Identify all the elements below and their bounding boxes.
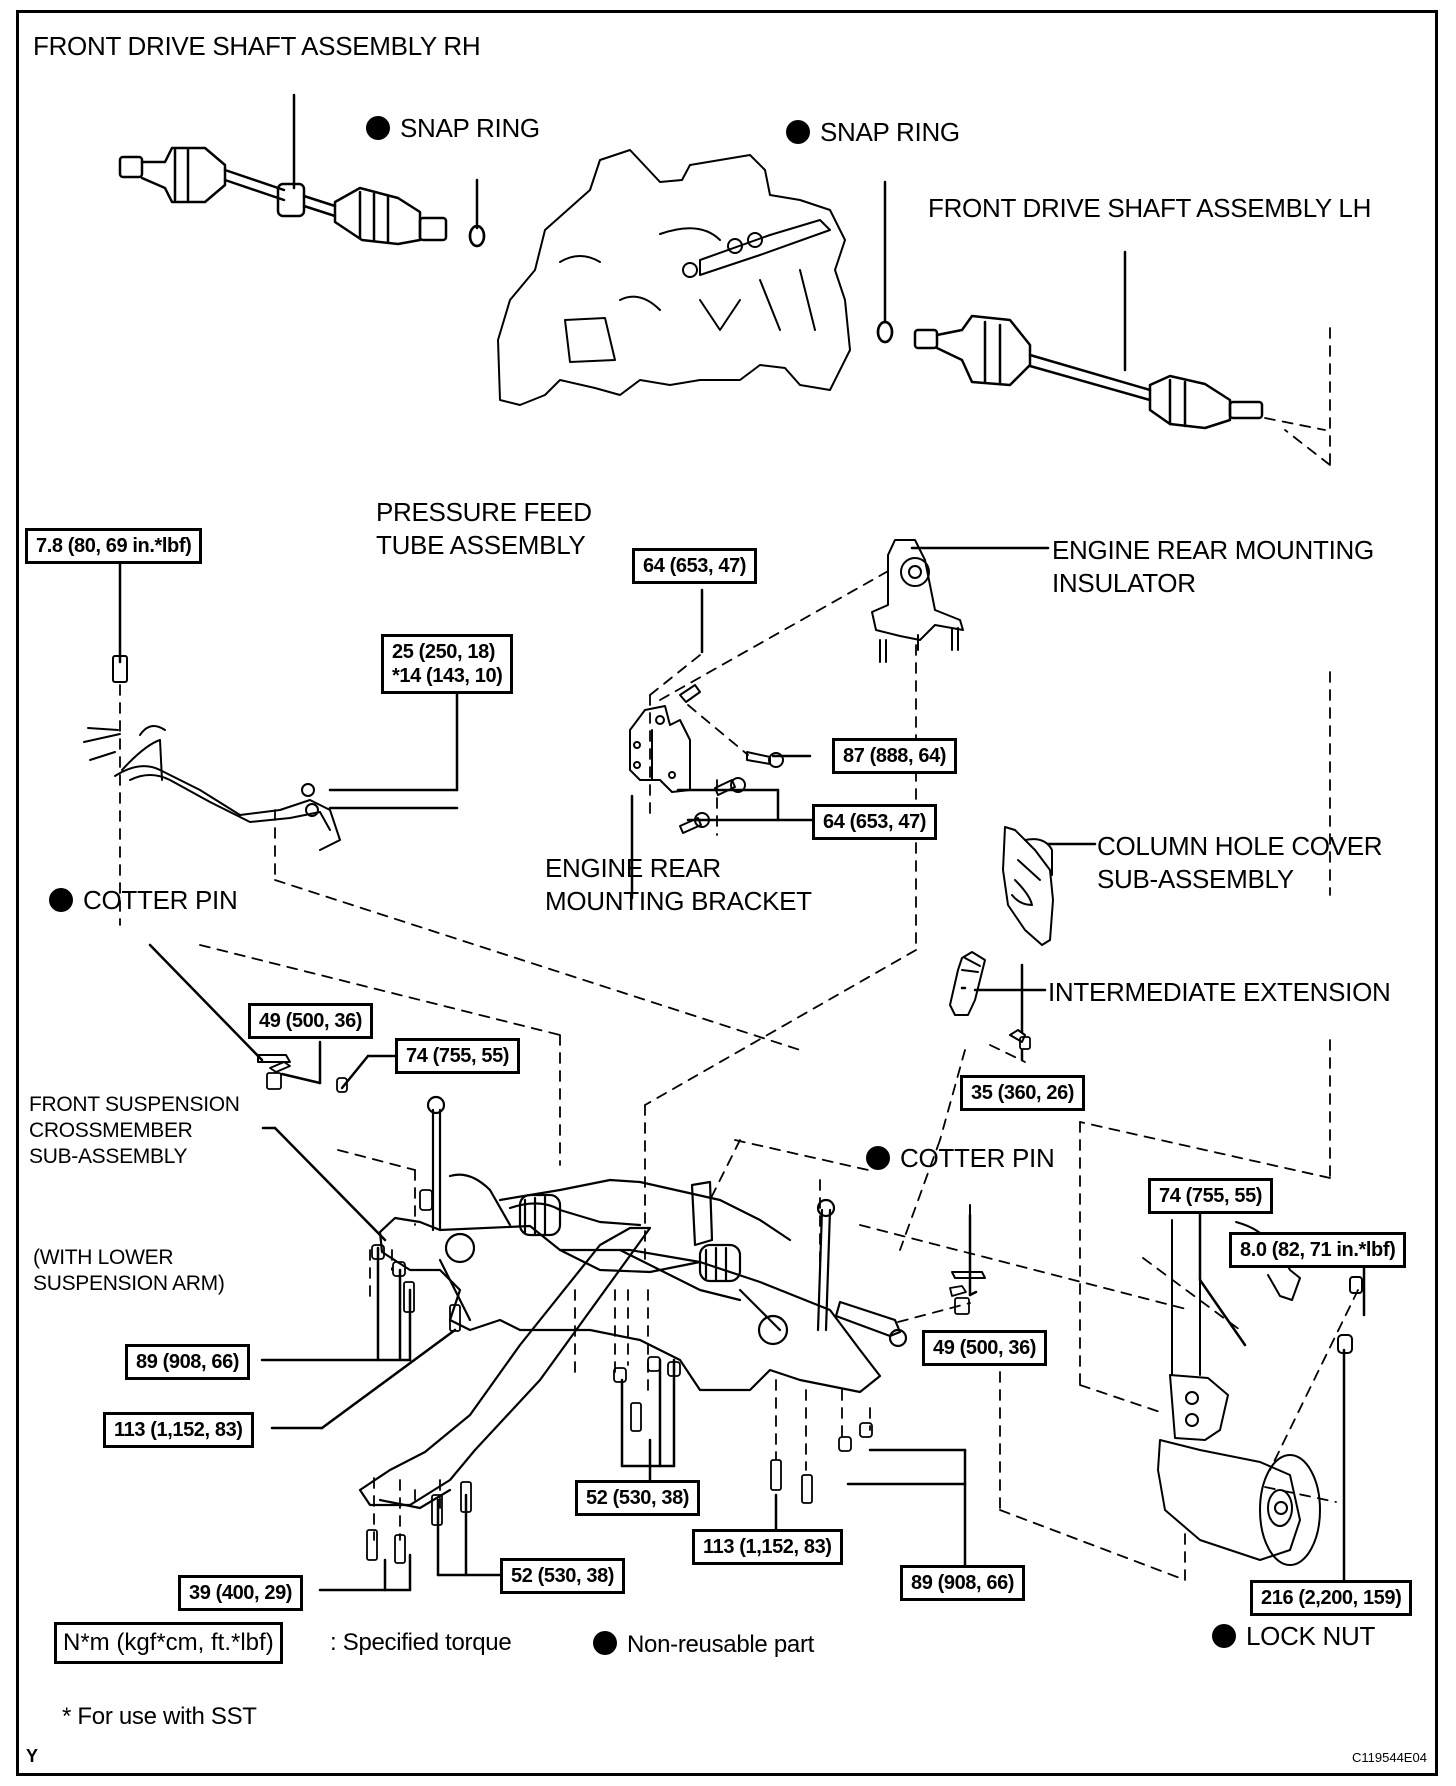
label-line-2: TUBE ASSEMBLY	[376, 530, 586, 560]
label-drive-shaft-lh: FRONT DRIVE SHAFT ASSEMBLY LH	[928, 193, 1372, 223]
corner-mark: Y	[26, 1746, 38, 1766]
legend-non-reusable: Non-reusable part	[593, 1628, 814, 1661]
label-line-2: INSULATOR	[1052, 568, 1196, 598]
torque-speed-sensor-bolt: 8.0 (82, 71 in.*lbf)	[1229, 1232, 1407, 1268]
torque-stabilizer-link-nut-right: 74 (755, 55)	[1148, 1178, 1274, 1214]
torque-bracket-through-bolt: 87 (888, 64)	[832, 738, 958, 774]
non-reusable-dot-icon	[366, 116, 390, 140]
column-hole-cover-art	[1002, 826, 1054, 946]
snap-rings-art	[468, 224, 894, 344]
crossmember-art	[358, 1095, 908, 1510]
transaxle-art	[497, 149, 851, 406]
legend-unit-box: N*m (kgf*cm, ft.*lbf)	[54, 1622, 283, 1664]
non-reusable-dot-icon	[866, 1146, 890, 1170]
steering-knuckle-art	[1157, 1219, 1363, 1566]
legend-unit-desc: : Specified torque	[330, 1629, 512, 1656]
label-text: LOCK NUT	[1246, 1621, 1376, 1651]
diagram-frame	[16, 10, 1438, 1776]
leader-lines	[118, 93, 1366, 1592]
torque-crossmember-right-nuts: 89 (908, 66)	[900, 1565, 1026, 1601]
label-drive-shaft-rh: FRONT DRIVE SHAFT ASSEMBLY RH	[33, 31, 481, 61]
non-reusable-dot-icon	[49, 888, 73, 912]
label-line-1: (WITH LOWER	[33, 1246, 174, 1269]
label-line-1: ENGINE REAR MOUNTING	[1052, 535, 1374, 565]
label-line-2: MOUNTING BRACKET	[545, 886, 812, 916]
label-line-2: SUB-ASSEMBLY	[1097, 864, 1294, 894]
torque-tie-rod-nut-left: 49 (500, 36)	[248, 1003, 374, 1039]
torque-rack-mount-bolts: 52 (530, 38)	[575, 1480, 701, 1516]
intermediate-extension-art	[949, 951, 1026, 1043]
label-crossmember: FRONT SUSPENSION CROSSMEMBER SUB-ASSEMBL…	[29, 1092, 240, 1170]
label-line-2: CROSSMEMBER	[29, 1119, 193, 1142]
torque-pressure-tube-bolt: 7.8 (80, 69 in.*lbf)	[25, 528, 203, 564]
label-snap-ring-rh: SNAP RING	[366, 112, 540, 145]
torque-crossmember-front-left: 89 (908, 66)	[125, 1344, 251, 1380]
torque-intermediate-extension-bolt: 35 (360, 26)	[960, 1075, 1086, 1111]
label-cotter-pin-left: COTTER PIN	[49, 884, 238, 917]
torque-pressure-tube-union: 25 (250, 18) *14 (143, 10)	[381, 634, 514, 694]
label-column-hole-cover: COLUMN HOLE COVER SUB-ASSEMBLY	[1097, 830, 1383, 896]
label-lock-nut: LOCK NUT	[1212, 1620, 1375, 1653]
cotter-pins-art	[257, 1054, 986, 1279]
label-engine-rear-mounting-bracket: ENGINE REAR MOUNTING BRACKET	[545, 852, 812, 918]
non-reusable-dot-icon	[593, 1631, 617, 1655]
torque-bracket-top-bolt: 64 (653, 47)	[632, 548, 758, 584]
torque-brace-bolt: 113 (1,152, 83)	[103, 1412, 254, 1448]
alignment-lines	[119, 327, 1359, 1581]
label-intermediate-extension: INTERMEDIATE EXTENSION	[1048, 977, 1391, 1007]
label-text: SNAP RING	[820, 117, 960, 147]
label-text: COTTER PIN	[900, 1143, 1055, 1173]
label-line-1: PRESSURE FEED	[376, 497, 592, 527]
drive-shaft-rh-art	[118, 146, 486, 248]
torque-brace-rear-bolts: 39 (400, 29)	[178, 1575, 304, 1611]
label-line-2: SUSPENSION ARM)	[33, 1272, 225, 1295]
torque-stabilizer-link-nut-left: 74 (755, 55)	[395, 1038, 521, 1074]
label-engine-rear-mounting-insulator: ENGINE REAR MOUNTING INSULATOR	[1052, 534, 1374, 600]
fasteners-art	[266, 1036, 1031, 1564]
label-line-1: FRONT SUSPENSION	[29, 1093, 240, 1116]
label-line-3: SUB-ASSEMBLY	[29, 1145, 188, 1168]
mounting-insulator-art	[871, 539, 964, 663]
torque-brace-mid-bolts: 52 (530, 38)	[500, 1558, 626, 1594]
non-reusable-dot-icon	[1212, 1624, 1236, 1648]
label-pressure-feed-tube: PRESSURE FEED TUBE ASSEMBLY	[376, 496, 592, 562]
torque-line-2: *14 (143, 10)	[392, 665, 503, 687]
legend-non-reusable-text: Non-reusable part	[627, 1631, 815, 1658]
drive-shaft-lh-art	[876, 314, 1264, 430]
torque-lock-nut: 216 (2,200, 159)	[1250, 1580, 1413, 1616]
mounting-bracket-art	[629, 684, 784, 834]
label-cotter-pin-right: COTTER PIN	[866, 1142, 1055, 1175]
torque-line-1: 25 (250, 18)	[392, 641, 496, 663]
legend-sst-note: * For use with SST	[62, 1703, 257, 1730]
torque-bracket-lower-bolts: 64 (653, 47)	[812, 804, 938, 840]
label-lower-suspension-arm: (WITH LOWER SUSPENSION ARM)	[33, 1245, 225, 1297]
pressure-feed-tube-art	[83, 655, 341, 851]
non-reusable-dot-icon	[786, 120, 810, 144]
torque-crossmember-rear-right: 113 (1,152, 83)	[692, 1529, 843, 1565]
label-text: COTTER PIN	[83, 885, 238, 915]
label-line-1: ENGINE REAR	[545, 853, 721, 883]
figure-code: C119544E04	[1352, 1750, 1427, 1765]
label-snap-ring-lh: SNAP RING	[786, 116, 960, 149]
label-text: SNAP RING	[400, 113, 540, 143]
torque-tie-rod-nut-right: 49 (500, 36)	[922, 1330, 1048, 1366]
label-line-1: COLUMN HOLE COVER	[1097, 831, 1383, 861]
